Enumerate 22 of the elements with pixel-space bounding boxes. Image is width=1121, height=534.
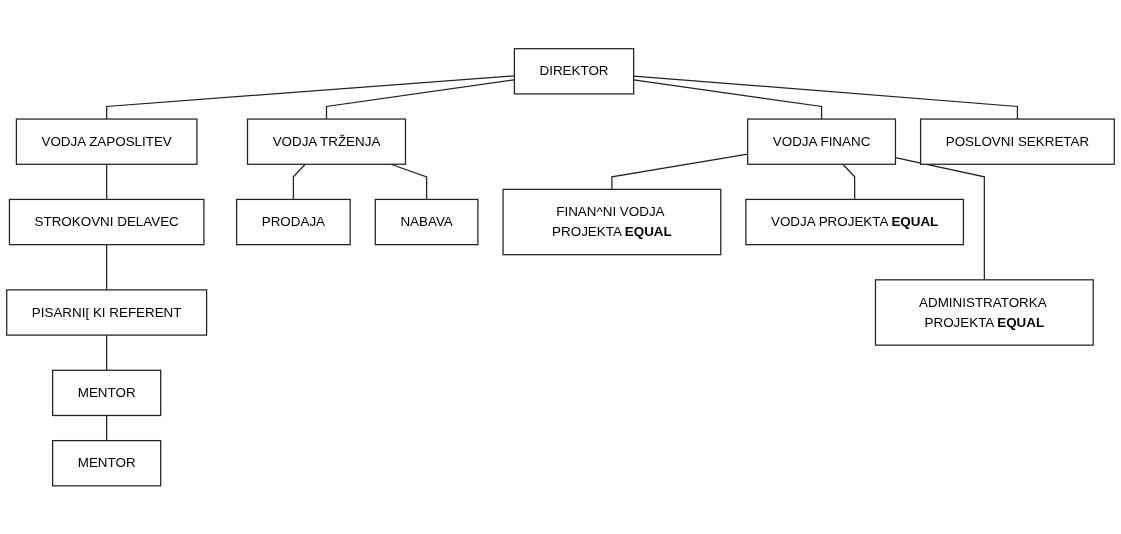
connector xyxy=(292,163,306,200)
connector xyxy=(106,334,108,371)
node-box: PISARNI[ KI REFERENT xyxy=(6,289,208,336)
connector xyxy=(633,78,823,120)
node-box: ADMINISTRATORKA PROJEKTA EQUAL xyxy=(874,278,1094,346)
node-box: POSLOVNI SEKRETAR xyxy=(919,118,1115,165)
node-box: PRODAJA xyxy=(236,198,351,245)
node-box: VODJA PROJEKTA EQUAL xyxy=(745,198,965,245)
node-box: MENTOR xyxy=(52,439,162,487)
node-box: STROKOVNI DELAVEC xyxy=(8,198,205,245)
connector xyxy=(633,75,1019,120)
connector xyxy=(842,163,856,200)
node-box: DIREKTOR xyxy=(513,47,635,95)
node-box: MENTOR xyxy=(52,369,162,416)
node-box: VODJA TRŽENJA xyxy=(246,118,407,165)
node-box: NABAVA xyxy=(374,198,479,245)
node-box: FINAN^NI VODJA PROJEKTA EQUAL xyxy=(502,188,722,256)
connector xyxy=(106,243,108,291)
node-box: VODJA ZAPOSLITEV xyxy=(15,118,198,165)
connector xyxy=(106,163,108,200)
connector xyxy=(106,414,108,441)
node-box: VODJA FINANC xyxy=(747,118,897,165)
